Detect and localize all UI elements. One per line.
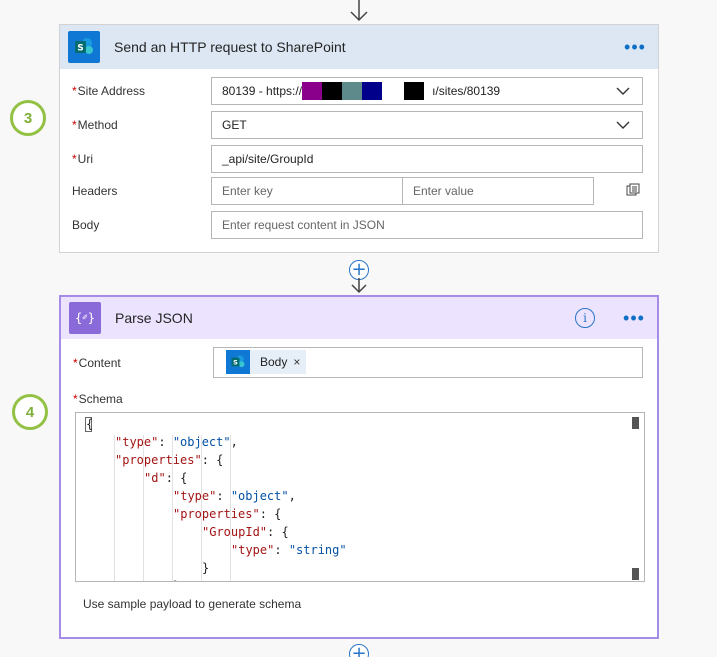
schema-code-line: { bbox=[86, 417, 93, 435]
json-punct: { bbox=[86, 417, 94, 431]
header-value-input[interactable]: Enter value bbox=[402, 177, 594, 205]
schema-editor[interactable]: {"type": "object","properties": {"d": {"… bbox=[75, 412, 645, 582]
method-value: GET bbox=[222, 118, 247, 132]
headers-row: Headers Enter key Enter value bbox=[60, 177, 658, 205]
schema-code-line: "GroupId": { bbox=[202, 525, 289, 543]
uri-row: *Uri _api/site/GroupId bbox=[60, 145, 658, 173]
sharepoint-icon: S bbox=[226, 350, 250, 374]
add-step-button[interactable]: + bbox=[349, 260, 369, 280]
json-key: "GroupId" bbox=[202, 525, 268, 539]
indent-guide bbox=[230, 435, 231, 581]
parse-json-card-title: Parse JSON bbox=[115, 310, 193, 326]
redaction-block bbox=[322, 82, 343, 100]
svg-text:S: S bbox=[77, 44, 83, 54]
scrollbar-thumb-top[interactable] bbox=[632, 417, 639, 429]
json-punct: : { bbox=[165, 471, 188, 485]
site-address-row: *Site Address 80139 - https:// ı/sites/8… bbox=[60, 77, 658, 105]
site-address-value-suffix: ı/sites/80139 bbox=[432, 84, 501, 98]
indent-guide bbox=[172, 435, 173, 581]
body-token-label: Body bbox=[260, 355, 288, 369]
json-string: "object" bbox=[230, 489, 289, 503]
header-key-input[interactable]: Enter key bbox=[211, 177, 403, 205]
site-address-value-prefix: 80139 - https:// bbox=[222, 84, 303, 98]
uri-value: _api/site/GroupId bbox=[222, 152, 314, 166]
schema-code-line: "properties": { bbox=[173, 507, 281, 525]
json-punct: , bbox=[288, 489, 296, 503]
json-key: "properties" bbox=[115, 453, 202, 467]
site-address-label: *Site Address bbox=[72, 84, 146, 98]
redaction-block bbox=[404, 82, 425, 100]
method-label: *Method bbox=[72, 118, 118, 132]
content-input[interactable]: S Body × bbox=[213, 347, 643, 378]
json-punct: : bbox=[216, 489, 231, 503]
switch-to-text-mode-icon[interactable] bbox=[626, 183, 640, 197]
schema-code-line: } bbox=[202, 561, 209, 579]
uri-label: *Uri bbox=[72, 152, 93, 166]
json-punct: : bbox=[274, 543, 289, 557]
ellipsis-icon[interactable]: ••• bbox=[624, 36, 646, 57]
json-string: "object" bbox=[172, 435, 231, 449]
redaction-block bbox=[302, 82, 323, 100]
add-step-button-bottom[interactable]: + bbox=[349, 644, 369, 657]
indent-guide bbox=[201, 435, 202, 581]
step-badge-4: 4 bbox=[12, 394, 48, 430]
sharepoint-icon: S bbox=[68, 31, 100, 63]
json-punct: : bbox=[158, 435, 173, 449]
http-card-title: Send an HTTP request to SharePoint bbox=[114, 39, 346, 55]
schema-code-line: "d": { bbox=[144, 471, 187, 489]
content-label: *Content bbox=[73, 356, 121, 370]
json-string: "string" bbox=[288, 543, 347, 557]
step-badge-3: 3 bbox=[10, 100, 46, 136]
json-punct: } bbox=[202, 561, 210, 575]
body-label: Body bbox=[72, 218, 100, 232]
method-row: *Method GET bbox=[60, 111, 658, 139]
json-punct: : { bbox=[267, 525, 289, 539]
json-key: "type" bbox=[115, 435, 159, 449]
redaction-block bbox=[362, 82, 383, 100]
schema-code-line: "type": "string" bbox=[231, 543, 347, 561]
json-punct: } bbox=[173, 579, 180, 581]
scrollbar-thumb-bottom[interactable] bbox=[632, 568, 639, 580]
json-punct: : { bbox=[201, 453, 224, 467]
sample-payload-link[interactable]: Use sample payload to generate schema bbox=[83, 597, 302, 611]
json-punct: , bbox=[230, 435, 238, 449]
text-cursor bbox=[85, 417, 92, 432]
parse-json-icon: {✐} bbox=[69, 302, 101, 334]
connector-arrow-top bbox=[347, 0, 371, 24]
remove-token-icon[interactable]: × bbox=[293, 355, 301, 369]
body-input[interactable]: Enter request content in JSON bbox=[211, 211, 643, 239]
parse-json-action-card: {✐} Parse JSON i ••• *Content S Body × *… bbox=[59, 295, 659, 639]
site-address-dropdown[interactable]: 80139 - https:// ı/sites/80139 bbox=[211, 77, 643, 105]
http-request-action-card: S Send an HTTP request to SharePoint •••… bbox=[59, 24, 659, 253]
json-key: "d" bbox=[144, 471, 166, 485]
json-key: "type" bbox=[173, 489, 217, 503]
schema-code-line: "type": "object", bbox=[173, 489, 296, 507]
schema-code-line: } bbox=[173, 579, 180, 581]
json-punct: : { bbox=[259, 507, 282, 521]
body-token[interactable]: S Body × bbox=[226, 350, 307, 374]
connector-arrow-middle bbox=[347, 278, 371, 295]
chevron-down-icon[interactable] bbox=[616, 120, 630, 130]
headers-label: Headers bbox=[72, 184, 118, 198]
schema-code-line: "properties": { bbox=[115, 453, 223, 471]
json-key: "properties" bbox=[173, 507, 260, 521]
method-dropdown[interactable]: GET bbox=[211, 111, 643, 139]
parse-json-card-header[interactable]: {✐} Parse JSON i ••• bbox=[61, 297, 657, 339]
schema-label: *Schema bbox=[73, 392, 123, 406]
http-card-header[interactable]: S Send an HTTP request to SharePoint ••• bbox=[60, 25, 658, 69]
uri-input[interactable]: _api/site/GroupId bbox=[211, 145, 643, 173]
schema-code-line: "type": "object", bbox=[115, 435, 238, 453]
redaction-block bbox=[342, 82, 363, 100]
indent-guide bbox=[114, 435, 115, 581]
svg-text:S: S bbox=[233, 359, 238, 367]
chevron-down-icon[interactable] bbox=[616, 86, 630, 96]
info-icon[interactable]: i bbox=[575, 308, 595, 328]
body-row: Body Enter request content in JSON bbox=[60, 211, 658, 239]
ellipsis-icon[interactable]: ••• bbox=[623, 307, 645, 328]
indent-guide bbox=[143, 435, 144, 581]
json-key: "type" bbox=[231, 543, 275, 557]
